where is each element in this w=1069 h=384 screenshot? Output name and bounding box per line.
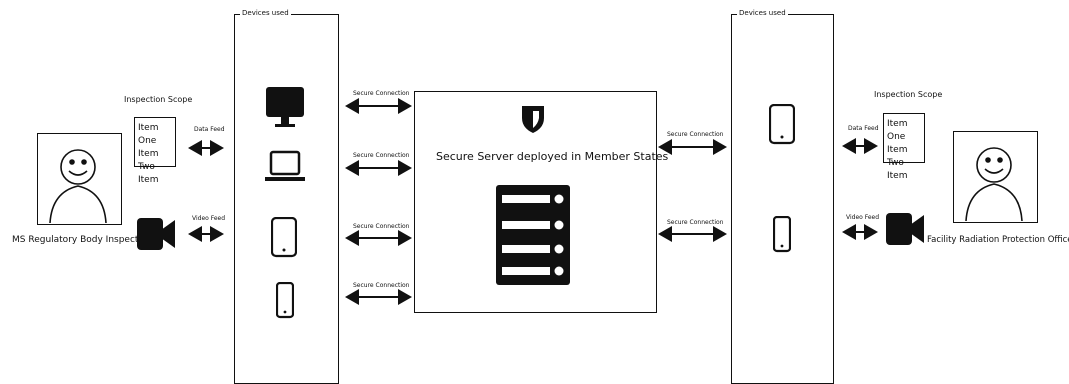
scope-item: Item Two: [887, 145, 908, 169]
left-connection-label-1: Secure Connection: [353, 90, 410, 97]
right-connection-label-2: Secure Connection: [667, 219, 724, 226]
right-data-feed-label: Data Feed: [848, 125, 879, 132]
left-connection-label-2: Secure Connection: [353, 152, 410, 159]
left-devices-group: [234, 14, 339, 384]
right-devices-group: [731, 14, 834, 384]
left-person-frame: [37, 133, 122, 225]
scope-item: Item: [887, 171, 908, 182]
shield-icon: [522, 106, 544, 133]
tablet-icon: [271, 217, 297, 258]
left-connection-label-3: Secure Connection: [353, 223, 410, 230]
left-person-label: MS Regulatory Body Inspector: [12, 235, 148, 245]
scope-item: Item One: [138, 123, 159, 147]
scope-item: Item One: [887, 119, 908, 143]
right-connection-label-1: Secure Connection: [667, 131, 724, 138]
right-devices-label: Devices used: [737, 9, 788, 17]
laptop-icon: [265, 150, 305, 181]
right-scope-list: Item One Item Two Item: [883, 113, 925, 181]
desktop-monitor-icon: [266, 87, 304, 127]
video-camera-icon: [886, 213, 924, 245]
left-data-feed-label: Data Feed: [194, 126, 225, 133]
scope-item: Item Two: [138, 149, 159, 173]
left-devices-label: Devices used: [240, 9, 291, 17]
right-video-feed-label: Video Feed: [846, 214, 880, 221]
video-camera-icon: [137, 218, 175, 250]
smartphone-icon: [773, 216, 791, 253]
right-person-label: Facility Radiation Protection Officer: [927, 235, 1069, 245]
left-video-feed-label: Video Feed: [192, 215, 226, 222]
person-sketch-icon: [965, 147, 1023, 222]
right-scope-title: Inspection Scope: [874, 90, 943, 99]
right-person-frame: [953, 131, 1038, 223]
left-scope-title: Inspection Scope: [124, 95, 193, 104]
server-rack-icon: [496, 185, 570, 285]
smartphone-icon: [276, 282, 294, 319]
server-label: Secure Server deployed in Member States: [436, 150, 669, 163]
tablet-icon: [769, 104, 795, 145]
left-connection-label-4: Secure Connection: [353, 282, 410, 289]
person-sketch-icon: [49, 149, 107, 224]
left-scope-list: Item One Item Two Item: [134, 117, 176, 185]
scope-item: Item: [138, 175, 159, 186]
